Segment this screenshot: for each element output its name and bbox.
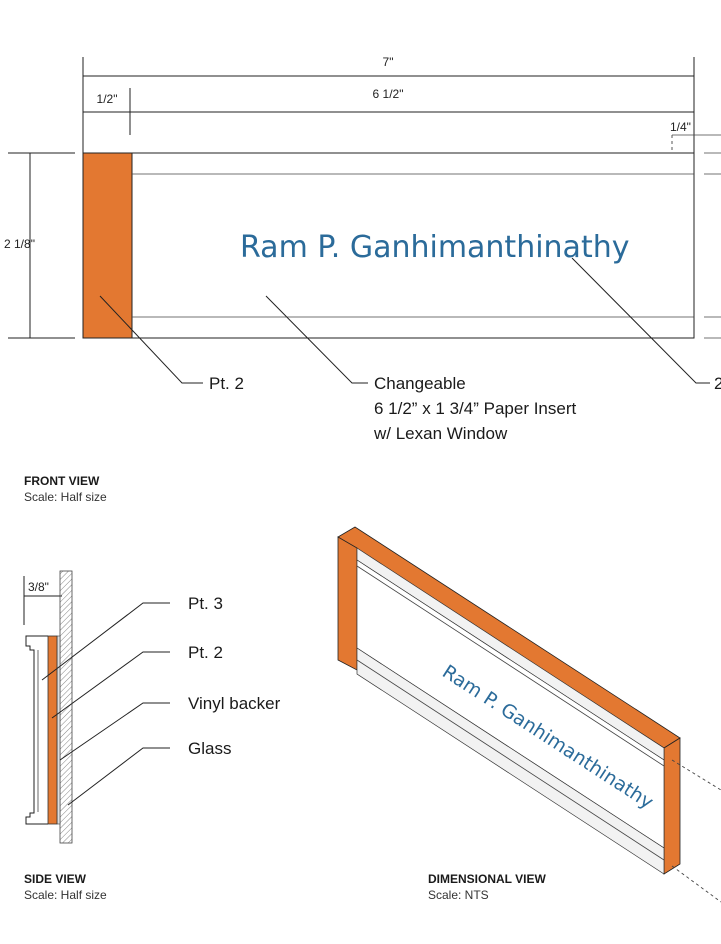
vinyl-backer bbox=[56, 635, 61, 825]
partial-leader bbox=[571, 257, 710, 384]
pt2-label: Pt. 2 bbox=[209, 374, 244, 393]
dimensional-view: Ram P. Ganhimanthinathy DIMENSIONAL VIEW… bbox=[337, 526, 721, 903]
insert-size-label: 6 1/2” x 1 3/4” Paper Insert bbox=[374, 399, 576, 418]
window-width-label: 6 1/2" bbox=[373, 87, 404, 101]
depth-label: 3/8" bbox=[28, 580, 49, 594]
vinyl-backer-label: Vinyl backer bbox=[188, 694, 281, 713]
side-view-title: SIDE VIEW bbox=[24, 872, 87, 886]
frame-profile bbox=[25, 635, 48, 825]
glass-wall bbox=[59, 570, 73, 844]
side-pt3-label: Pt. 3 bbox=[188, 594, 223, 613]
dimensional-view-title: DIMENSIONAL VIEW bbox=[428, 872, 546, 886]
side-end-cap bbox=[47, 635, 58, 825]
overall-width-label: 7" bbox=[383, 55, 394, 69]
glass-label: Glass bbox=[188, 739, 231, 758]
front-nameplate-text: Ram P. Ganhimanthinathy bbox=[240, 230, 629, 265]
dimensional-view-scale: Scale: NTS bbox=[428, 888, 489, 902]
side-view: 3/8" Pt. 3 Pt. 2 Vinyl backer Glass SIDE… bbox=[23, 570, 281, 902]
front-view-scale: Scale: Half size bbox=[24, 490, 107, 504]
partial-callout-label: 2 bbox=[714, 374, 721, 393]
end-cap-width-label: 1/2" bbox=[97, 92, 118, 106]
side-view-scale: Scale: Half size bbox=[24, 888, 107, 902]
inset-label: 1/4" bbox=[670, 120, 691, 134]
pt2-leader bbox=[99, 295, 203, 384]
side-pt2-label: Pt. 2 bbox=[188, 643, 223, 662]
changeable-leader bbox=[265, 295, 368, 384]
height-label: 2 1/8" bbox=[4, 237, 35, 251]
iso-bottom-rail bbox=[356, 647, 665, 875]
sign-body bbox=[82, 152, 695, 339]
front-view-title: FRONT VIEW bbox=[24, 474, 100, 488]
end-cap bbox=[82, 152, 133, 339]
iso-right-edge bbox=[663, 737, 681, 875]
front-view: 7" 6 1/2" 1/2" 1/4" 2 1/8" Ram P. Ganhim… bbox=[4, 55, 721, 504]
lexan-window-label: w/ Lexan Window bbox=[373, 424, 508, 443]
iso-left-cap bbox=[337, 536, 358, 671]
changeable-label: Changeable bbox=[374, 374, 466, 393]
